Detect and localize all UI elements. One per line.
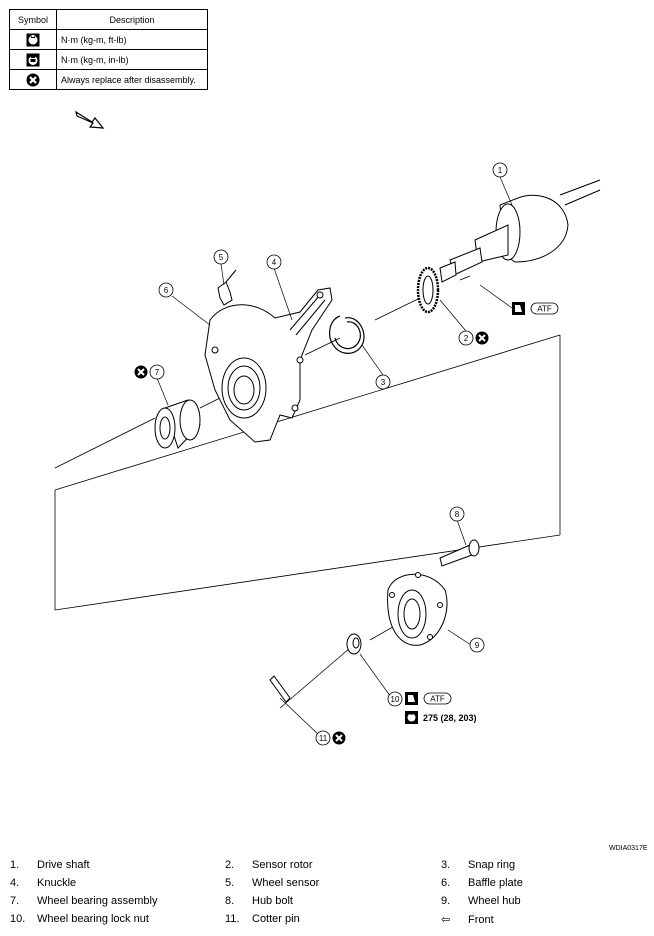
legend-header-row: Symbol Description	[9, 9, 208, 30]
cotter-pin	[269, 675, 291, 703]
list-item: 6.Baffle plate	[441, 877, 523, 889]
callout-1: 1	[498, 166, 503, 175]
callout-10: 10	[391, 695, 400, 704]
exploded-view-diagram: 1 2 3 4 5 6 7 8 9 10 11 ATF ATF 275 (28,…	[54, 110, 601, 746]
always-replace-icon	[133, 364, 149, 380]
leader-lines	[156, 176, 513, 737]
list-item: 4.Knuckle	[10, 877, 77, 889]
list-item: 3.Snap ring	[441, 859, 516, 871]
legend-text: Always replace after disassembly.	[56, 69, 208, 90]
atf-lubricant-marker: ATF	[512, 302, 559, 315]
wheel-bearing-lock-nut	[346, 633, 362, 655]
legend-row: N·m (kg-m, ft-lb)	[9, 29, 208, 50]
callout-numbers: 1 2 3 4 5 6 7 8 9 10 11	[155, 166, 503, 743]
list-item: 11.Cotter pin	[225, 913, 300, 925]
list-item: 8.Hub bolt	[225, 895, 293, 907]
list-item: 9.Wheel hub	[441, 895, 521, 907]
wheel-sensor	[217, 269, 237, 306]
hub-bolt	[439, 539, 480, 567]
snap-ring	[329, 315, 365, 354]
callout-11: 11	[319, 734, 328, 743]
callout-9: 9	[475, 641, 480, 650]
always-replace-icon	[26, 73, 40, 86]
always-replace-icon	[474, 330, 490, 346]
list-item: 10.Wheel bearing lock nut	[10, 913, 149, 925]
torque-wrench-icon	[26, 33, 40, 46]
atf-label: ATF	[430, 695, 445, 704]
front-arrow-icon	[75, 110, 105, 129]
torque-wrench-icon	[405, 711, 418, 724]
atf-lubricant-marker: ATF	[405, 692, 452, 705]
callout-8: 8	[455, 510, 460, 519]
list-item: 7.Wheel bearing assembly	[10, 895, 158, 907]
torque-value: 275 (28, 203)	[423, 713, 477, 723]
wheel-bearing-assembly	[154, 399, 201, 449]
torque-spec: 275 (28, 203)	[405, 711, 477, 724]
callout-6: 6	[164, 286, 169, 295]
wheel-hub	[387, 572, 448, 646]
always-replace-icon	[331, 730, 347, 746]
callout-3: 3	[381, 378, 386, 387]
list-item: 2.Sensor rotor	[225, 859, 313, 871]
callout-5: 5	[219, 253, 224, 262]
sensor-rotor	[416, 266, 440, 314]
list-item: 1.Drive shaft	[10, 859, 90, 871]
callout-7: 7	[155, 368, 160, 377]
atf-label: ATF	[537, 305, 552, 314]
drive-shaft	[439, 179, 601, 283]
knuckle	[204, 287, 333, 443]
list-item: 5.Wheel sensor	[225, 877, 320, 889]
callout-4: 4	[272, 258, 277, 267]
symbol-legend-table: Symbol Description N·m (kg-m, ft-lb) N·m…	[9, 9, 208, 90]
list-item: ⇦Front	[441, 914, 494, 926]
torque-wrench-small-icon	[26, 53, 40, 66]
callout-2: 2	[464, 334, 469, 343]
legend-row: Always replace after disassembly.	[9, 69, 208, 90]
diagram-code: WDIA0317E	[609, 845, 648, 852]
callout-markers	[149, 162, 508, 746]
